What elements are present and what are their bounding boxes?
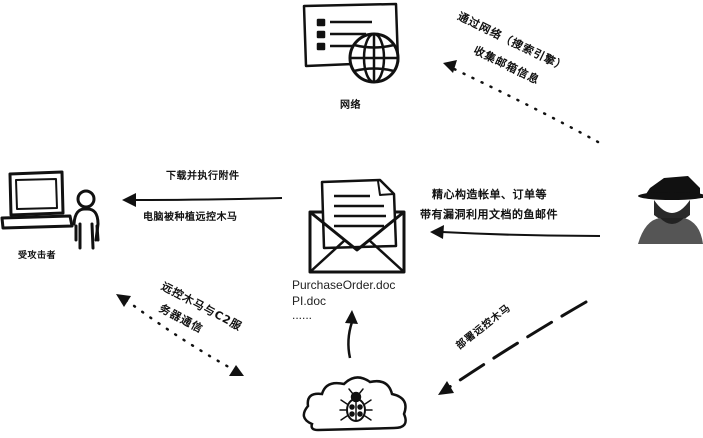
download-label-1: 下载并执行附件	[166, 171, 240, 182]
phish-label-1: 精心构造帐单、订单等	[432, 188, 547, 201]
c2-arrow	[116, 294, 244, 376]
download-label-2: 电脑被种植远控木马	[143, 212, 238, 223]
phish-label-2: 带有漏洞利用文档的鱼邮件	[420, 208, 558, 221]
phish-arrow	[430, 225, 601, 239]
attachment-file-2: PI.doc	[292, 294, 327, 308]
victim-label: 受攻击者	[18, 251, 57, 261]
recon-arrow	[443, 60, 600, 144]
network-icon	[302, 2, 400, 84]
attachment-more: ......	[292, 308, 313, 322]
download-arrow	[122, 193, 283, 207]
deploy-arrow	[438, 300, 588, 395]
upload-arrow	[345, 310, 358, 359]
email-icon	[308, 178, 406, 274]
victim-icon	[0, 170, 100, 250]
attachment-file-1: PurchaseOrder.doc	[292, 278, 396, 292]
network-label: 网络	[340, 100, 361, 111]
malware-cloud-icon	[302, 376, 407, 432]
attacker-icon	[638, 176, 703, 244]
